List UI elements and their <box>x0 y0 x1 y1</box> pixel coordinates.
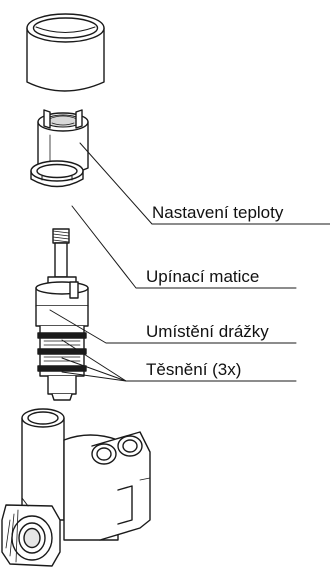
top-sleeve <box>26 13 105 92</box>
leader-clamp-nut <box>71 205 297 289</box>
label-clamp-nut: Upínací matice <box>146 267 259 286</box>
label-seals: Těsnění (3x) <box>146 360 241 379</box>
leader-groove-position <box>49 309 297 344</box>
thermostatic-cartridge <box>35 228 89 401</box>
leader-lines <box>49 142 330 382</box>
clamp-nut <box>30 160 84 188</box>
label-temperature-setting: Nastavení teploty <box>152 203 284 222</box>
leader-temperature-setting <box>79 142 330 225</box>
valve-housing <box>1 408 151 567</box>
label-groove-position: Umístění drážky <box>146 322 269 341</box>
